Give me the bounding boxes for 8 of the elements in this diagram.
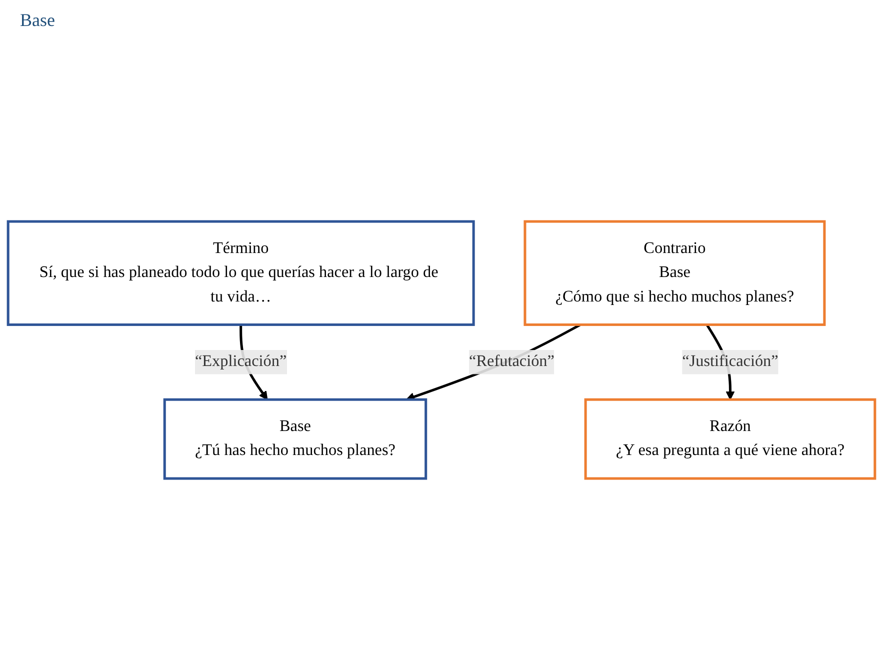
node-box: Contrario Base ¿Cómo que si hecho muchos planes? [524, 220, 826, 326]
edge-label: “Justificación” [682, 353, 778, 370]
edge-label: “Explicación” [194, 353, 287, 370]
node-box: Término Sí, que si has planeado todo lo que querías hacer a lo largo de tu vida… [6, 220, 475, 326]
edge-label: “Refutación” [469, 353, 554, 370]
node-box: Base ¿Tú has hecho muchos planes? [163, 398, 428, 480]
node-box: Razón ¿Y esa pregunta a qué viene ahora? [584, 398, 876, 480]
note-label: Base [20, 10, 55, 30]
